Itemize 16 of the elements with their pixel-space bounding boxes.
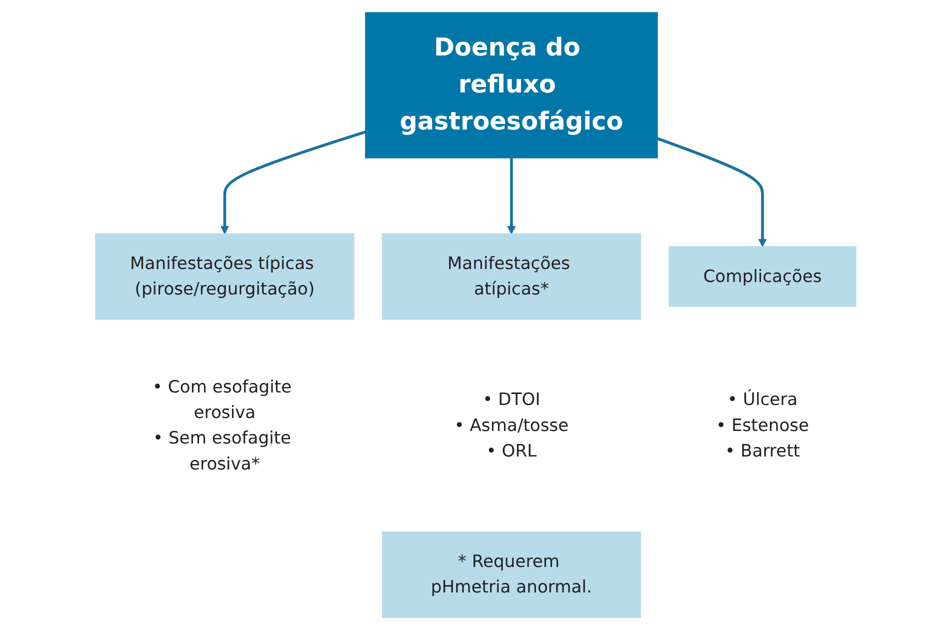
node-label: • Com esofagite erosiva [152,376,292,422]
arrow [220,130,366,234]
node-box [95,232,355,320]
node-label: • Barrett [725,440,800,461]
node-label: • Asma/tosse [454,415,569,436]
node-label: • Sem esofagite erosiva* [153,428,292,474]
node-label: • Estenose [716,415,810,436]
node-box [365,12,658,158]
node-label: • Úlcera [728,390,798,410]
node-label: • ORL [486,440,537,461]
arrow [508,157,516,234]
node-box [668,246,857,306]
node-box [382,530,642,618]
node-box [382,232,642,320]
node-label: • DTOI [482,390,540,410]
arrow [657,136,767,246]
